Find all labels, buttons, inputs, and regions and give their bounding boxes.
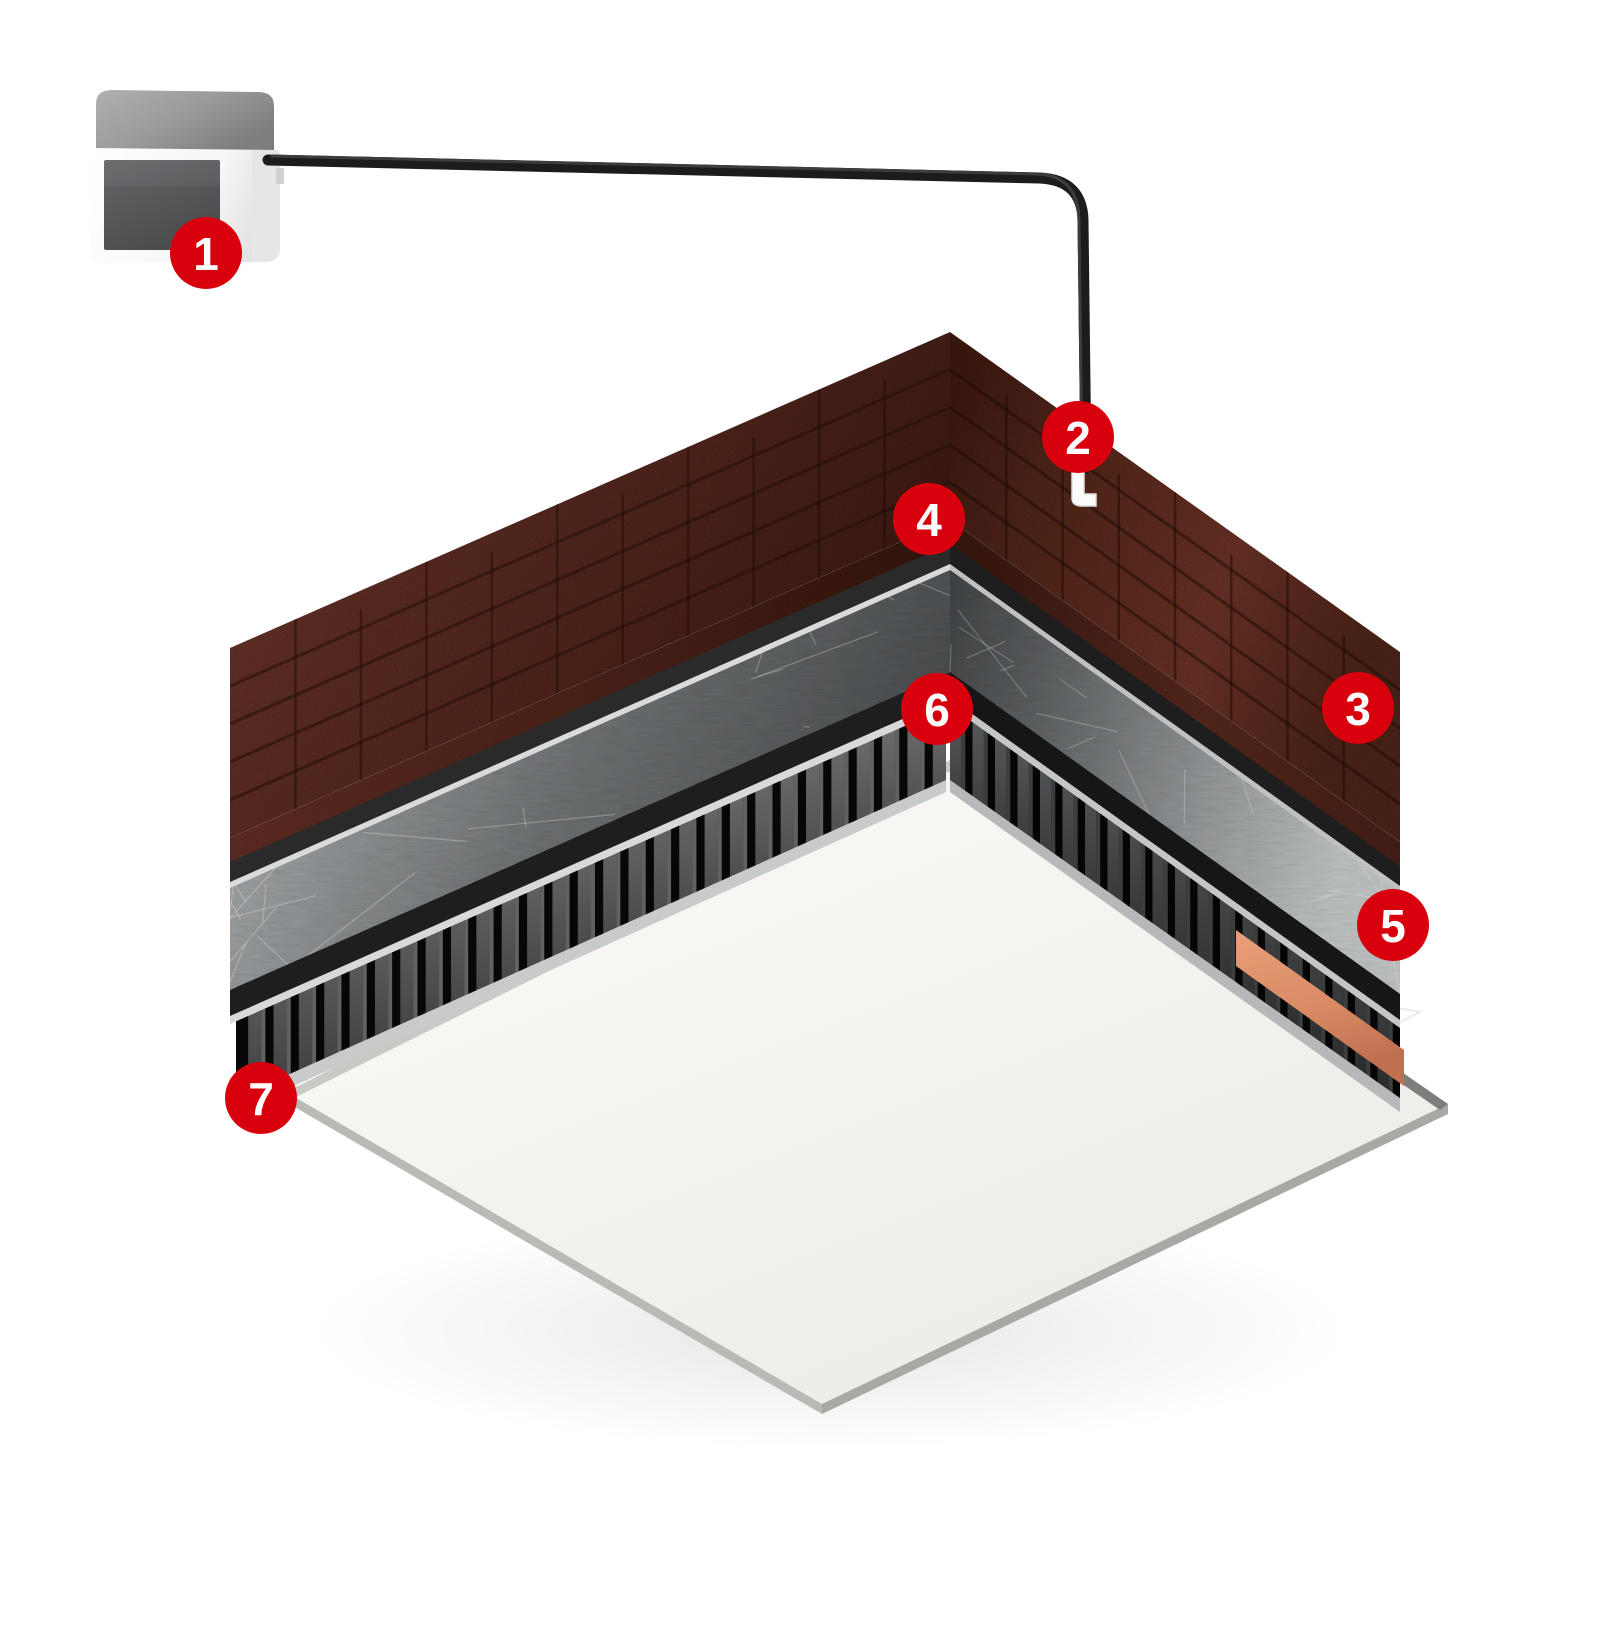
shingle-underside-left bbox=[230, 564, 950, 888]
callout-label-3: 3 bbox=[1345, 683, 1371, 735]
ceiling-panel-edge-right bbox=[822, 1104, 1448, 1414]
callout-marker-4[interactable]: 4 bbox=[893, 483, 965, 555]
callout-circle-3[interactable] bbox=[1322, 672, 1394, 744]
callout-circle-4[interactable] bbox=[893, 483, 965, 555]
rafter-bottom-chord-right bbox=[950, 780, 1400, 1112]
callout-label-6: 6 bbox=[924, 684, 950, 736]
membrane-underside-left bbox=[230, 698, 950, 1024]
shingle-edge-right bbox=[950, 520, 1400, 870]
rafter-bottom-chord-left bbox=[236, 780, 946, 1112]
shingle-face-left bbox=[230, 332, 950, 838]
callout-marker-1[interactable]: 1 bbox=[170, 217, 242, 289]
controller-cable-port bbox=[276, 168, 284, 184]
membrane-thickness-left bbox=[230, 672, 950, 1018]
callout-marker-5[interactable]: 5 bbox=[1357, 889, 1429, 961]
callout-marker-7[interactable]: 7 bbox=[225, 1062, 297, 1134]
callout-marker-2[interactable]: 2 bbox=[1042, 401, 1114, 473]
cable-highlight bbox=[270, 154, 1084, 464]
callout-markers[interactable]: 1 2 3 4 5 6 7 bbox=[170, 217, 1429, 1134]
sensor-cable bbox=[262, 154, 1097, 507]
callout-circle-6[interactable] bbox=[901, 673, 973, 745]
shingle-underlayment-right bbox=[950, 544, 1400, 888]
ceiling-panel-edge-left bbox=[286, 1092, 822, 1414]
callout-marker-6[interactable]: 6 bbox=[901, 673, 973, 745]
membrane-thickness-right bbox=[950, 672, 1400, 1022]
callout-circle-1[interactable] bbox=[170, 217, 242, 289]
callout-marker-3[interactable]: 3 bbox=[1322, 672, 1394, 744]
controller-body-shade bbox=[252, 150, 280, 262]
controller-screen-sheen bbox=[104, 160, 220, 186]
callout-label-4: 4 bbox=[916, 494, 942, 546]
callout-label-1: 1 bbox=[193, 228, 219, 280]
callout-circle-7[interactable] bbox=[225, 1062, 297, 1134]
shingle-underside-right bbox=[950, 564, 1400, 892]
callout-circle-2[interactable] bbox=[1042, 401, 1114, 473]
batten-visible-right bbox=[1236, 930, 1404, 1086]
shingle-underlayment-left bbox=[230, 544, 950, 884]
callout-label-5: 5 bbox=[1380, 900, 1406, 952]
callout-label-7: 7 bbox=[248, 1073, 274, 1125]
callout-circle-5[interactable] bbox=[1357, 889, 1429, 961]
controller-top-bezel bbox=[96, 90, 274, 150]
shingle-seams-left bbox=[230, 368, 950, 810]
callout-label-2: 2 bbox=[1065, 412, 1091, 464]
membrane-underside-right bbox=[950, 698, 1400, 1028]
cable-clip bbox=[1071, 465, 1097, 507]
shingle-edge-left bbox=[230, 520, 950, 866]
